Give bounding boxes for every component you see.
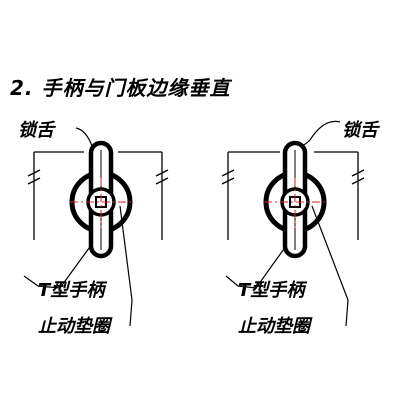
stop-washer-label: 止动垫圈: [38, 316, 110, 337]
centerlines: [70, 178, 132, 228]
leader-lines: [23, 127, 133, 327]
left-lock-assembly: [23, 127, 169, 327]
centerlines: [264, 178, 326, 228]
diagram-title: 2. 手柄与门板边缘垂直: [10, 76, 231, 100]
right-lock-assembly: [221, 120, 365, 327]
leader-lines: [225, 120, 349, 327]
t-handle-label: T型手柄: [38, 280, 105, 301]
stop-washer-label: 止动垫圈: [238, 316, 310, 337]
door-panel-outline: [27, 151, 169, 240]
latch-label: 锁舌: [18, 120, 54, 141]
t-handle-label: T型手柄: [238, 280, 305, 301]
latch-label: 锁舌: [342, 120, 378, 141]
door-panel-outline: [221, 151, 365, 240]
